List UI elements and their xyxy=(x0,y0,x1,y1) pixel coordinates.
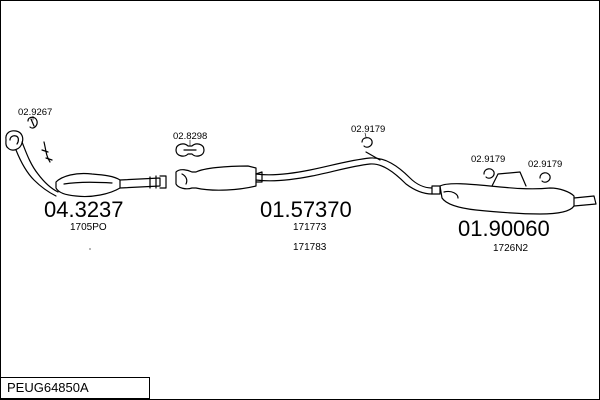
part-reference: 1705PO xyxy=(70,222,107,233)
accessory-label: 02.9179 xyxy=(471,154,505,165)
dot-mark xyxy=(89,248,91,250)
hanger-rear-right-drawing xyxy=(539,172,551,183)
hanger-mid-drawing xyxy=(361,137,381,161)
part-number: 04.3237 xyxy=(44,197,124,222)
reference-code: PEUG64850A xyxy=(7,380,89,395)
clamp-02-8298-drawing xyxy=(175,143,205,157)
middle-silencer-drawing xyxy=(175,157,433,195)
accessory-label: 02.8298 xyxy=(173,131,207,142)
clamp-02-9267-drawing xyxy=(27,116,38,129)
rear-silencer-drawing xyxy=(431,171,597,215)
hanger-rear-left-drawing xyxy=(483,168,495,179)
accessory-label: 02.9179 xyxy=(528,159,562,170)
accessory-label: 02.9267 xyxy=(18,107,52,118)
part-reference: 1726N2 xyxy=(493,243,528,254)
part-number: 01.57370 xyxy=(260,197,352,222)
part-number: 01.90060 xyxy=(458,216,550,241)
front-pipe-catalyst-drawing xyxy=(5,130,167,198)
part-reference: 171783 xyxy=(293,242,327,253)
accessory-label: 02.9179 xyxy=(351,124,385,135)
part-reference: 171773 xyxy=(293,222,327,233)
reference-box: PEUG64850A xyxy=(0,377,150,399)
